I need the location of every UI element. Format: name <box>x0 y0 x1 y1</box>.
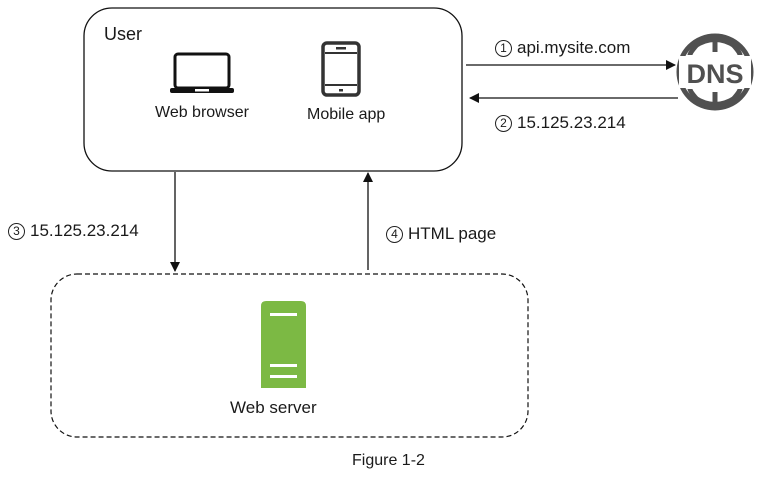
step-3-label: 3 15.125.23.214 <box>8 221 139 241</box>
step-4-number: 4 <box>386 225 403 243</box>
figure-caption: Figure 1-2 <box>352 452 425 469</box>
step-3-text: 15.125.23.214 <box>30 221 139 240</box>
step-1-label: 1 api.mysite.com <box>495 38 630 58</box>
step-2-label: 2 15.125.23.214 <box>495 113 626 133</box>
step-1-number: 1 <box>495 39 512 57</box>
user-box <box>83 7 463 172</box>
server-icon <box>261 301 306 388</box>
step-3-number: 3 <box>8 222 25 240</box>
client-label-web-browser: Web browser <box>155 104 249 121</box>
step-2-number: 2 <box>495 114 512 132</box>
step-4-label: 4 HTML page <box>386 224 496 244</box>
web-server-box <box>50 273 529 438</box>
step-1-text: api.mysite.com <box>517 38 631 57</box>
dns-label: DNS <box>686 59 743 89</box>
dns-globe-icon <box>676 33 754 111</box>
mobile-phone-icon <box>321 41 361 97</box>
laptop-icon <box>170 52 234 93</box>
step-4-text: HTML page <box>408 224 497 243</box>
client-label-mobile-app: Mobile app <box>307 106 386 123</box>
web-server-label: Web server <box>230 398 317 417</box>
user-box-title: User <box>104 24 143 44</box>
step-2-text: 15.125.23.214 <box>517 113 626 132</box>
